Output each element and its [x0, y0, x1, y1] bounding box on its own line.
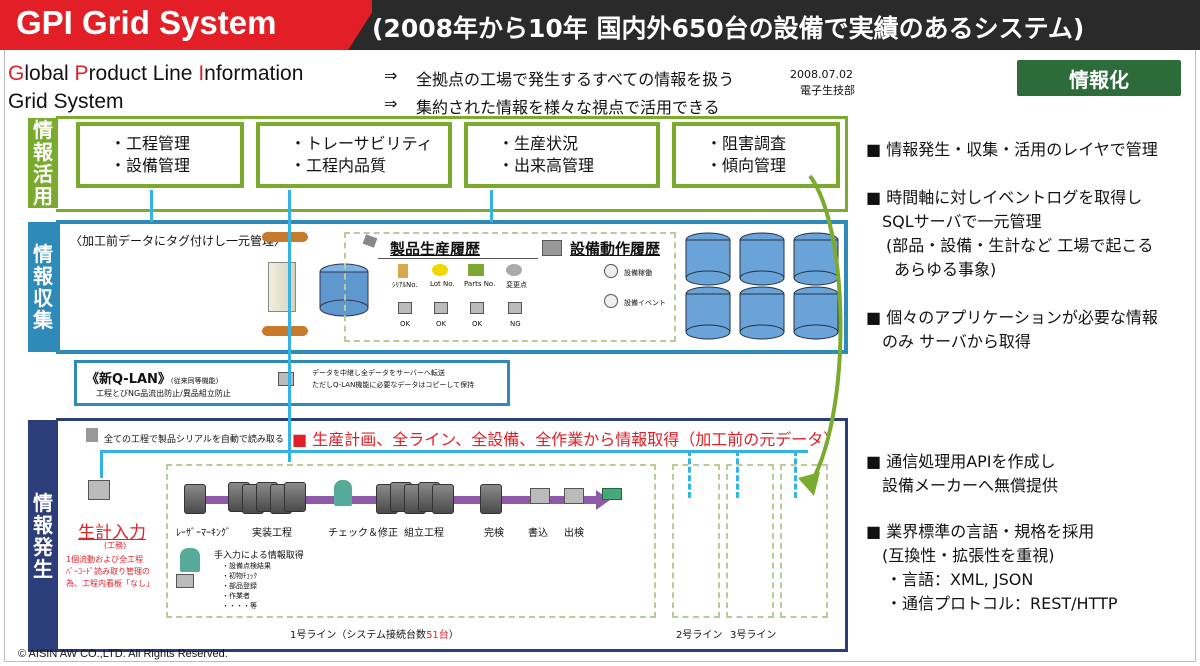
app-box-process[interactable]: ・工程管理 ・設備管理: [76, 122, 244, 188]
line1-region: [166, 464, 656, 618]
bus-vertical: [288, 190, 291, 462]
feedback-arrow: [798, 174, 843, 496]
operator-icon: [180, 548, 200, 572]
doc-dept: 電子生技部: [800, 84, 855, 97]
doc-date: 2008.07.02: [790, 68, 853, 81]
writer-pc-icon: [530, 488, 550, 504]
qlan-note-1: データを中継し全データをサーバーへ転送: [312, 369, 445, 377]
note-layers: ■ 情報発生・収集・活用のレイヤで管理: [866, 140, 1158, 159]
history-region: [344, 232, 676, 342]
pc-icon: [470, 302, 484, 314]
page-subtitle: (2008年から10年 国内外650台の設備で実績のあるシステム): [372, 14, 1085, 43]
bus-horizontal: [100, 450, 808, 453]
generate-layer: [56, 418, 848, 652]
line2-label: 2号ライン: [676, 630, 723, 641]
arrow-icon: ⇒: [384, 66, 398, 85]
app-box-trace[interactable]: ・トレーサビリティ ・工程内品質: [256, 122, 452, 188]
pc-icon: [434, 302, 448, 314]
system-desc-1: 全拠点の工場で発生するすべての情報を扱う: [416, 70, 735, 89]
equipment-icon: [542, 240, 562, 256]
scan-note: 全ての工程で製品シリアルを自動で読み取る: [104, 435, 284, 445]
system-name-line2: Grid System: [8, 90, 124, 113]
clock-icon: [604, 294, 618, 308]
server-tower-icon: [268, 262, 296, 312]
database-cluster-icon: [685, 232, 839, 340]
change-icon: [506, 264, 522, 276]
equipment-history-title: 設備動作履歴: [570, 240, 661, 258]
utilize-layer: [56, 116, 848, 212]
inspector-icon: [334, 480, 352, 506]
app-box-production[interactable]: ・生産状況 ・出来高管理: [464, 122, 660, 188]
plan-input-label: 生計入力: [78, 523, 146, 543]
note-app: ■ 個々のアプリケーションが必要な情報 のみ サーバから取得: [866, 308, 1158, 351]
planner-pc-icon: [88, 480, 110, 500]
tag-note: 〈加工前データにタグ付けし一元管理〉: [70, 234, 287, 248]
info-button[interactable]: 情報化: [1017, 60, 1181, 96]
note-api: ■ 通信処理用APIを作成し 設備メーカーへ無償提供: [866, 452, 1059, 495]
layer-label-utilize: 情報活用: [28, 118, 58, 208]
page-title: GPI Grid System: [16, 4, 277, 41]
layer-label-collect: 情報収集: [28, 222, 58, 352]
clock-icon: [604, 264, 618, 278]
lot-icon: [432, 264, 448, 276]
qlan-desc: 工程とびNG品流出防止/異品組立防止: [96, 389, 231, 398]
parts-icon: [468, 264, 484, 276]
serial-doc-icon: [398, 264, 408, 278]
qlan-note-2: ただしQ-LAN機能に必要なデータはコピーして保持: [312, 381, 475, 389]
system-desc-2: 集約された情報を様々な視点で活用できる: [416, 98, 720, 117]
scanner-icon: [86, 428, 98, 442]
line2-region: [672, 464, 720, 618]
outgoing-pc-icon: [564, 488, 584, 504]
copyright: © AISIN AW CO.,LTD. All Rights Reserved.: [18, 648, 228, 660]
line1-label: 1号ライン（システム接続台数51台）: [290, 630, 459, 641]
line3-region: [726, 464, 774, 618]
product-history-title: 製品生産履歴: [390, 240, 481, 258]
pipe-icon: [262, 326, 308, 336]
layer-label-generate: 情報発生: [28, 420, 58, 652]
note-eventlog: ■ 時間軸に対しイベントログを取得し SQLサーバで一元管理 (部品・設備・生計…: [866, 188, 1154, 279]
manual-title: 手入力による情報取得: [214, 551, 304, 561]
pipe-icon: [262, 232, 308, 242]
line4-region: [780, 464, 828, 618]
line3-label: 3号ライン: [730, 630, 777, 641]
arrow-icon: ⇒: [384, 94, 398, 113]
generate-headline: ■ 生産計画、全ライン、全設備、全作業から情報取得（加工前の元データ）: [292, 430, 840, 449]
system-name-line1: Global Product Line Information: [8, 62, 304, 85]
laser-marker-icon: [184, 484, 206, 514]
qlan-title: 《新Q-LAN》(従来同等機能): [86, 372, 219, 387]
final-check-icon: [480, 484, 502, 514]
relay-pc-icon: [278, 372, 294, 386]
header-bar-dark: [372, 0, 1200, 50]
operator-pc-icon: [176, 574, 194, 588]
manual-list: ・設備点検結果 ・初物ﾁｪｯｸ ・部品登録 ・作業者 ・・・・等: [222, 562, 271, 610]
note-standards: ■ 業界標準の言語・規格を採用 (互換性・拡張性を重視) ・言語：XML, JS…: [866, 522, 1118, 613]
product-board-icon: [602, 488, 622, 500]
pc-icon: [398, 302, 412, 314]
pc-icon: [508, 302, 522, 314]
